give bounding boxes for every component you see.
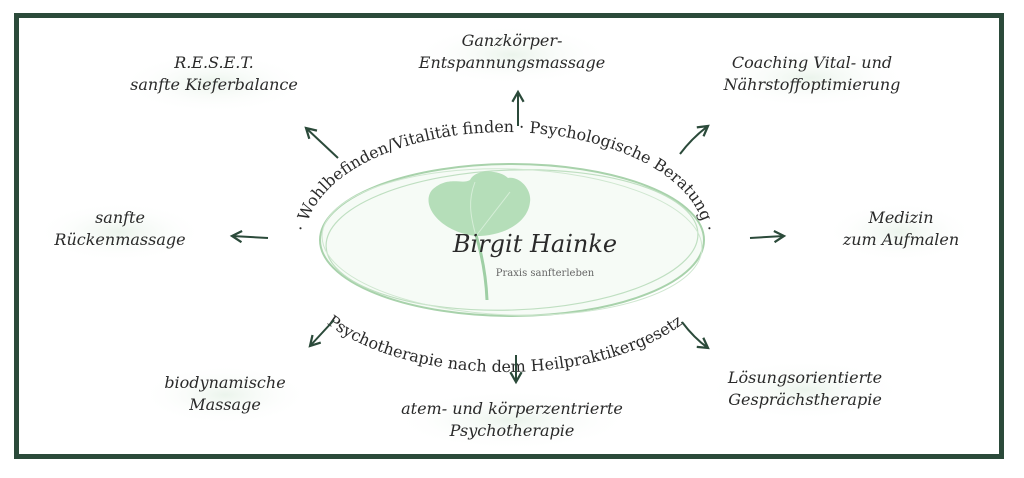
node-medizin-line1: Medizin — [868, 208, 934, 227]
frame-border — [14, 13, 1004, 459]
arrow-biodynamisch — [308, 319, 335, 348]
center-rings — [319, 163, 705, 317]
node-biodynamisch: biodynamische Massage — [145, 372, 305, 416]
node-ganzkoerper-line1: Ganzkörper- — [461, 31, 563, 50]
node-medizin: Medizin zum Aufmalen — [826, 207, 976, 251]
node-coaching-line2: Nährstoffoptimierung — [723, 75, 901, 94]
arrow-reset — [304, 126, 339, 159]
node-ruecken: sanfte Rückenmassage — [40, 207, 200, 251]
arrow-loesung — [681, 321, 710, 350]
node-ganzkoerper-line2: Entspannungsmassage — [418, 53, 606, 72]
node-reset-line2: sanfte Kieferbalance — [130, 75, 298, 94]
arc-text-bottom: Psychotherapie nach dem Heilpraktikerges… — [324, 311, 686, 376]
node-ruecken-line1: sanfte — [95, 208, 145, 227]
node-ganzkoerper: Ganzkörper- Entspannungsmassage — [412, 30, 612, 74]
arrow-ruecken — [229, 229, 269, 244]
node-biodynamisch-line1: biodynamische — [164, 373, 286, 392]
brand-subtitle: Praxis sanfterleben — [496, 268, 595, 279]
node-reset: R.E.S.E.T. sanfte Kieferbalance — [124, 52, 304, 96]
node-ruecken-line2: Rückenmassage — [54, 230, 186, 249]
arrow-medizin — [749, 229, 787, 244]
arrow-coaching — [679, 124, 710, 155]
node-reset-line1: R.E.S.E.T. — [174, 53, 254, 72]
node-coaching-line1: Coaching Vital- und — [731, 53, 893, 72]
node-medizin-line2: zum Aufmalen — [842, 230, 960, 249]
brand-name: Birgit Hainke — [452, 230, 617, 258]
node-loesung-line2: Gesprächstherapie — [728, 390, 882, 409]
node-atem-line2: Psychotherapie — [449, 421, 575, 440]
node-loesung: Lösungsorientierte Gesprächstherapie — [710, 367, 900, 411]
node-coaching: Coaching Vital- und Nährstoffoptimierung — [712, 52, 912, 96]
ginkgo-leaf-icon — [428, 171, 531, 301]
node-atem: atem- und körperzentrierte Psychotherapi… — [382, 398, 642, 442]
node-biodynamisch-line2: Massage — [189, 395, 261, 414]
label-backgrounds — [35, 25, 975, 450]
node-loesung-line1: Lösungsorientierte — [727, 368, 883, 387]
node-atem-line1: atem- und körperzentrierte — [401, 399, 623, 418]
